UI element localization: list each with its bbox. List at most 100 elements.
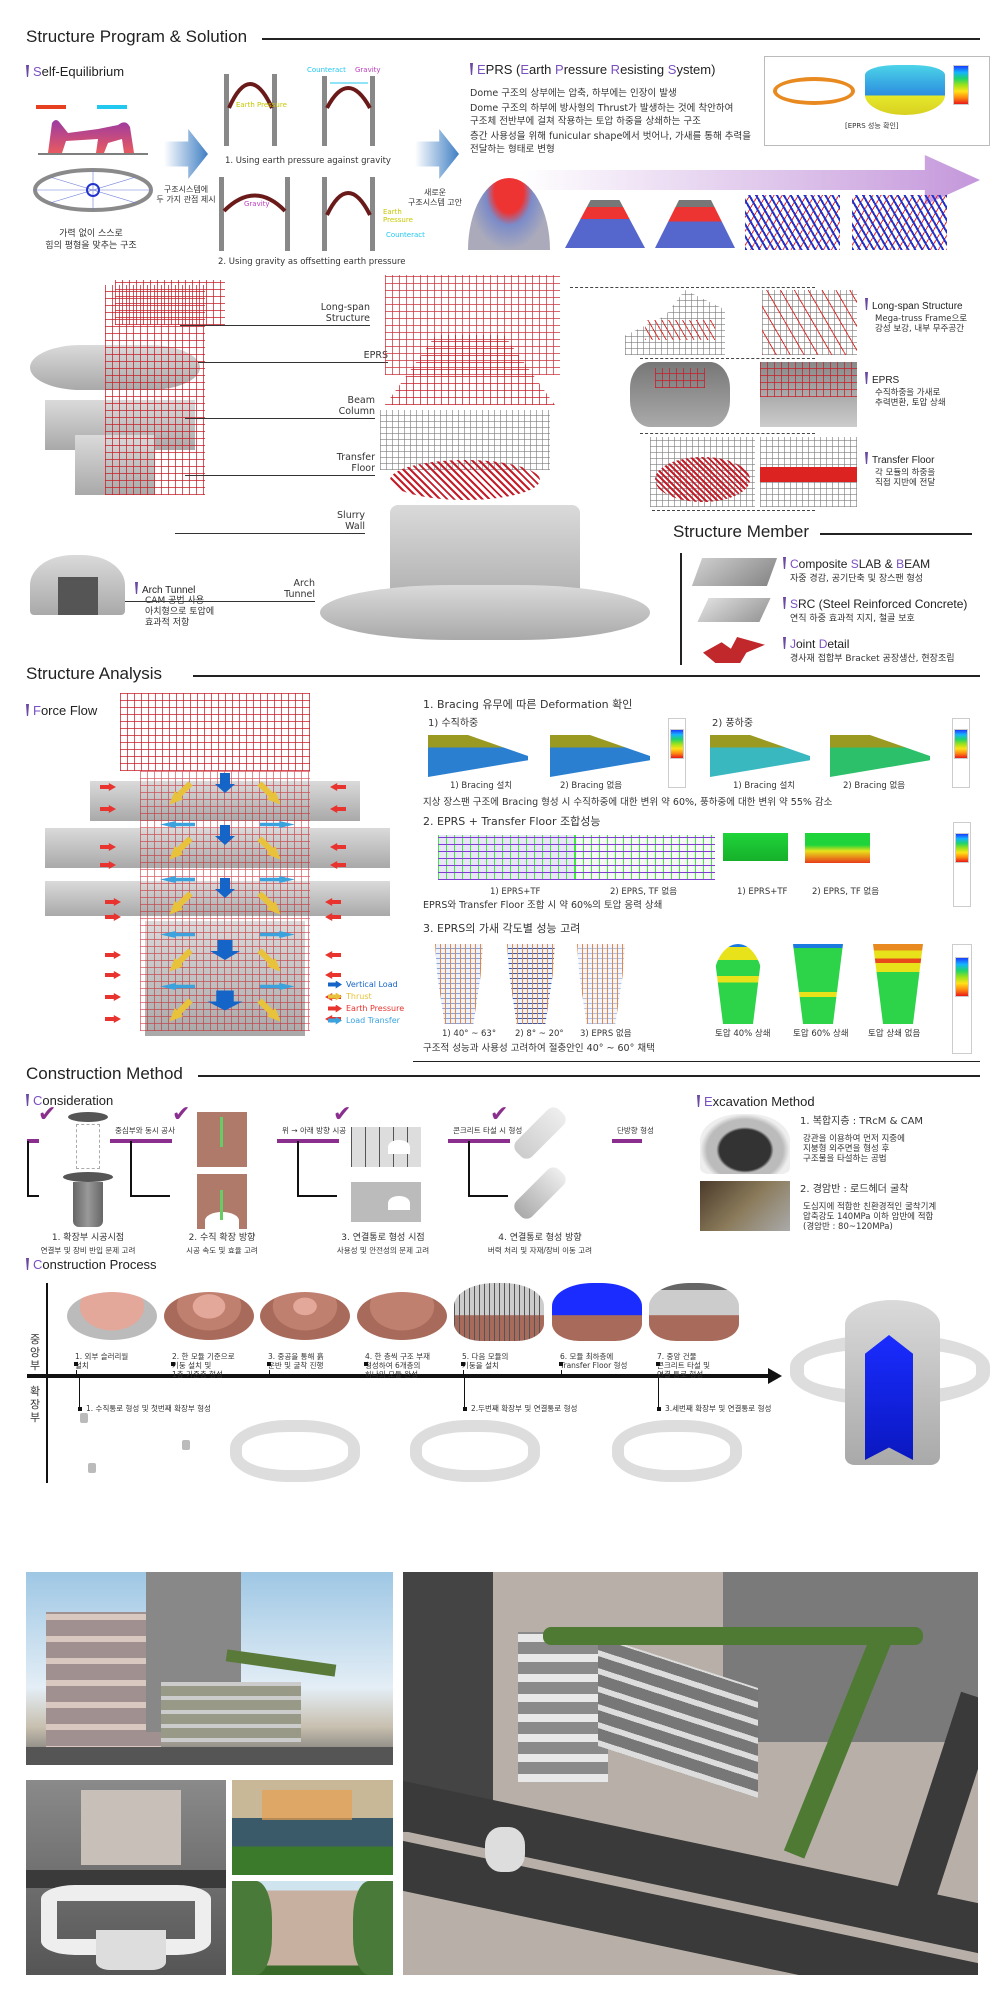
section-divider — [193, 675, 980, 677]
marker-icon — [26, 704, 29, 716]
connector-bracket — [27, 1195, 39, 1197]
composite-slab-image — [691, 558, 778, 586]
eprs-model-a — [630, 362, 730, 427]
process-axis-vertical — [46, 1283, 48, 1483]
force-arrow-icon — [325, 971, 341, 979]
legend-item: Vertical Load — [328, 980, 404, 989]
eprs-tf-model-1 — [438, 835, 578, 880]
bullet-icon — [461, 1362, 465, 1366]
expansion-ring-2 — [410, 1420, 540, 1482]
transfer-floor-model-b — [760, 437, 857, 507]
eprs-tf-model-2 — [575, 835, 715, 880]
force-arrow-icon — [260, 821, 295, 828]
connector-bar — [27, 1139, 39, 1143]
long-span-frame — [115, 280, 225, 325]
dashed-divider — [640, 358, 815, 359]
analysis-2-conclusion: EPRS와 Transfer Floor 조합 시 약 60%의 토압 응력 상… — [423, 900, 663, 911]
process-tick — [658, 1378, 659, 1407]
caption: 2) Bracing 없음 — [843, 781, 906, 791]
shaft-marker — [182, 1440, 190, 1450]
scale-legend — [953, 822, 971, 907]
trcm-tunnel-image — [700, 1114, 790, 1174]
counteract-label: Counteract — [307, 66, 346, 74]
expansion-ring-1 — [230, 1420, 360, 1482]
connector-bracket — [297, 1141, 299, 1195]
marker-icon — [470, 63, 473, 75]
dashed-divider — [570, 287, 815, 288]
force-arrow-icon — [100, 861, 116, 869]
long-span-model-a — [625, 290, 725, 355]
connector-bar — [612, 1139, 642, 1143]
subsystem-title: EPRS — [865, 372, 899, 386]
color-scale — [953, 65, 969, 105]
process-tick — [269, 1370, 270, 1378]
caption: 1) 40° ~ 63° — [442, 1029, 497, 1039]
member-desc: 연직 하중 효과적 지지, 철골 보호 — [790, 614, 915, 624]
force-arrow-icon — [105, 913, 121, 921]
force-arrow-icon — [105, 951, 121, 959]
member-desc: 자중 경감, 공기단축 및 장스팬 형성 — [790, 574, 924, 584]
dome-stage-5 — [852, 195, 947, 250]
force-arrow-icon — [260, 876, 295, 883]
process-tick — [79, 1378, 80, 1407]
process-stage-model — [552, 1283, 642, 1341]
tower-stress-3 — [873, 944, 923, 1024]
member-desc: 경사재 접합부 Bracket 공장생산, 현장조립 — [790, 654, 955, 664]
check-icon: ✔ — [172, 1102, 191, 1127]
marker-icon — [26, 65, 29, 77]
connector-bracket — [468, 1195, 508, 1197]
shaft-marker — [80, 1413, 88, 1423]
callout-leader-line — [185, 418, 375, 419]
courtyard-render — [232, 1881, 393, 1975]
process-stage-model — [649, 1283, 739, 1341]
marker-icon — [783, 597, 786, 609]
callout-leader-line — [185, 475, 375, 476]
eprs-inset-caption: [EPRS 성능 확인] — [845, 122, 899, 130]
force-arrow-icon — [260, 931, 295, 938]
force-arrow-icon — [105, 993, 121, 1001]
site-aerial-render — [403, 1572, 978, 1975]
process-stage-model — [454, 1283, 544, 1341]
roadheader-photo — [700, 1181, 790, 1231]
bullet-icon — [171, 1362, 175, 1366]
force-flow-diagram — [45, 693, 400, 1038]
force-arrow-icon — [105, 971, 121, 979]
eprs-performance-inset: [EPRS 성능 확인] — [764, 56, 990, 146]
excavation-title: Excavation Method — [697, 1094, 815, 1109]
arch-diagram-2b — [318, 175, 380, 253]
caption: 토압 60% 상쇄 — [793, 1029, 849, 1039]
dome-stage-4 — [745, 195, 840, 250]
flow-arrow-icon-2 — [415, 129, 459, 179]
connector-bracket — [27, 1141, 29, 1195]
connector-bar — [277, 1139, 339, 1143]
marker-icon — [783, 637, 786, 649]
long-span-model-b — [762, 290, 857, 355]
analysis-1-group-label: 1) 수직하중 — [428, 718, 479, 729]
arch-tunnel-model — [30, 555, 125, 615]
consideration-title: Consideration — [26, 1093, 113, 1108]
connector-bar — [448, 1139, 510, 1143]
force-flow-title: Force Flow — [26, 703, 97, 718]
expansion-step-label: 1. 수직통로 형성 및 첫번째 확장부 형성 — [86, 1404, 211, 1413]
process-tick — [463, 1370, 464, 1378]
excavation-2-title: 2. 경암반 : 로드헤더 굴착 — [800, 1184, 909, 1195]
arch-caption-1: 1. Using earth pressure against gravity — [225, 156, 391, 166]
caption: 2) 8° ~ 20° — [515, 1029, 564, 1039]
exploded-transfer-floor — [390, 460, 540, 500]
section-title-analysis: Structure Analysis — [26, 664, 163, 683]
bullet-icon — [78, 1407, 82, 1411]
process-title: Construction Process — [26, 1257, 157, 1272]
check-icon: ✔ — [38, 1102, 57, 1127]
caption: 1) EPRS+TF — [737, 887, 788, 897]
angle-model-2 — [507, 944, 555, 1024]
